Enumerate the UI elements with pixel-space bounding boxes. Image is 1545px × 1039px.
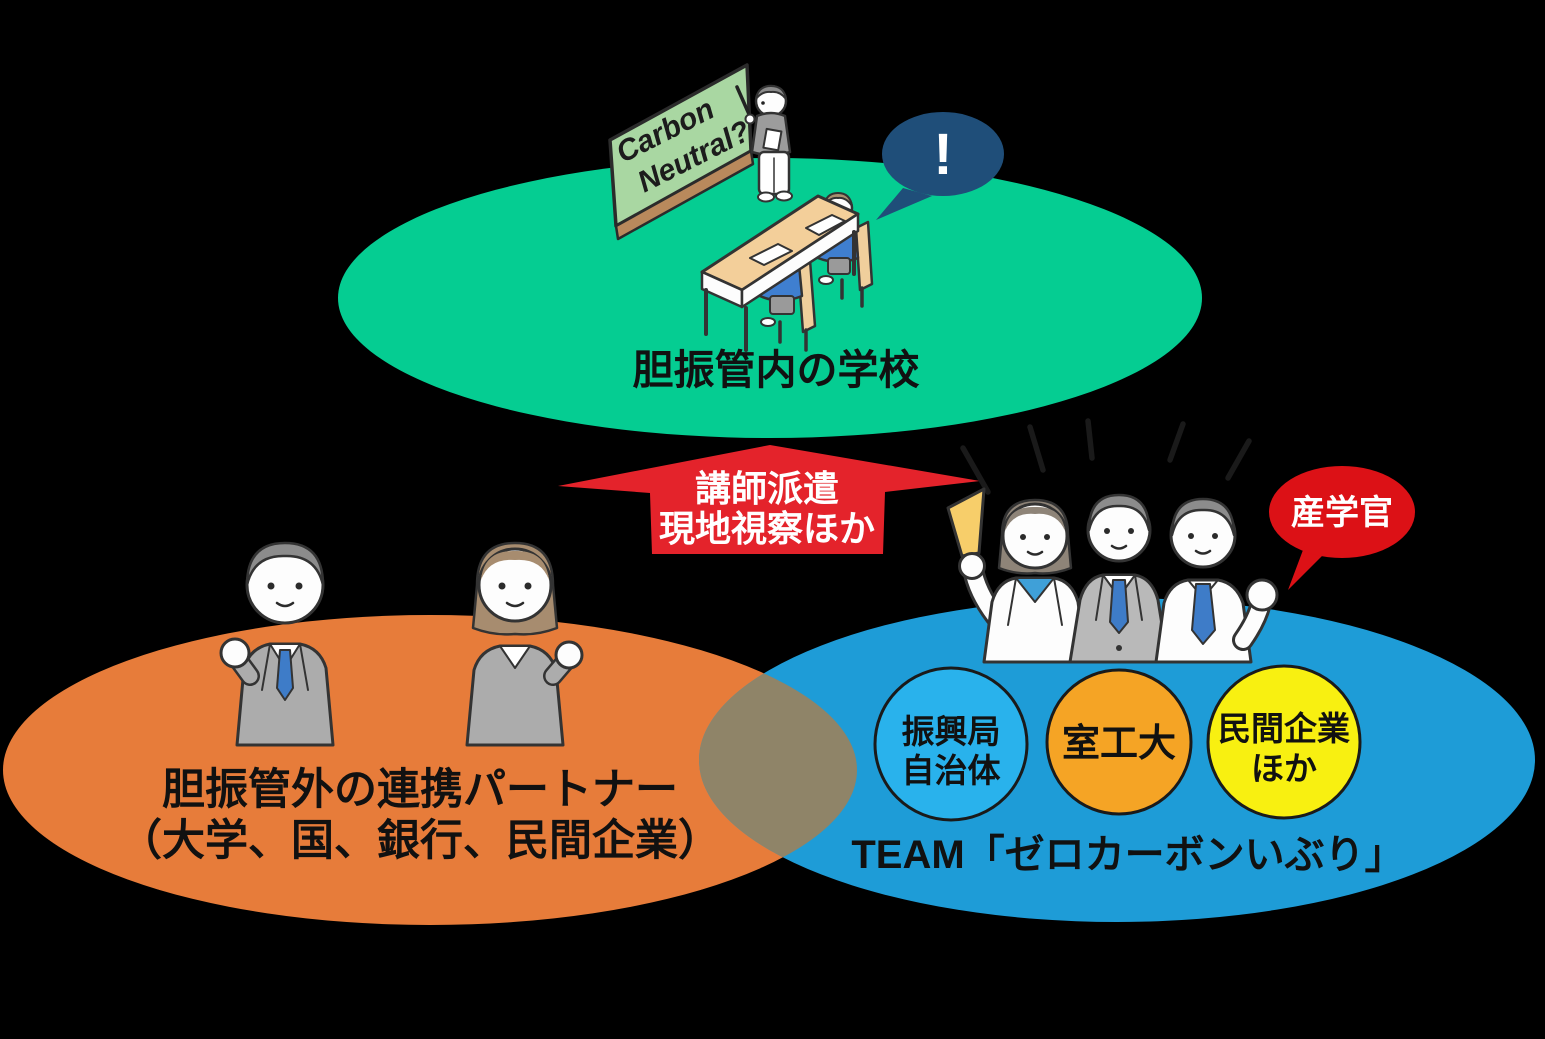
- trio-woman-lapel: [1053, 577, 1063, 626]
- arrow-label-line2: 現地視察ほか: [659, 508, 875, 549]
- businesswoman-head: [477, 547, 553, 623]
- dispatch-arrow: 講師派遣 現地視察ほか: [558, 445, 980, 554]
- sangakukan-bubble-tail: [1288, 550, 1322, 590]
- businesswoman-fist: [554, 640, 584, 670]
- blackboard: Carbon Neutral?: [608, 63, 756, 241]
- member-circle-shape: [1206, 664, 1362, 820]
- emphasis-line: [1225, 438, 1252, 481]
- team-label: TEAM「ゼロカーボンいぶり」: [851, 833, 1404, 877]
- student2-shoe: [818, 275, 834, 285]
- member-circle-label-line2: ほか: [1251, 750, 1317, 787]
- chair-back-student: [854, 220, 874, 292]
- trio-man2-hair: [1170, 497, 1236, 537]
- trio-man2-eye: [1188, 533, 1194, 539]
- businessman-hair: [245, 541, 325, 587]
- orange-zone-ellipse: [3, 615, 857, 925]
- member-circle-muroran-tech: 室工大: [1045, 668, 1193, 816]
- businessman-fist: [219, 637, 251, 669]
- emphasis-line: [960, 445, 991, 495]
- student2-legs: [827, 257, 851, 275]
- student2-hair: [823, 192, 853, 207]
- alert-bubble-tail: [876, 188, 932, 220]
- teacher-hair: [755, 85, 787, 100]
- member-circle-shinkokyoku: 振興局 自治体: [873, 666, 1029, 822]
- sangakukan-bubble: 産学官: [1269, 466, 1415, 590]
- alert-text: !: [933, 122, 952, 187]
- sangakukan-text: 産学官: [1291, 493, 1393, 532]
- trio-woman-eye: [1020, 534, 1026, 540]
- dispatch-arrow-shape: [558, 445, 980, 554]
- blackboard-tray: [614, 149, 755, 241]
- student1-legs: [769, 295, 795, 315]
- sangakukan-bubble-body: [1269, 466, 1415, 558]
- businessman-smile: [275, 601, 295, 608]
- alert-bubble-body: [882, 112, 1004, 196]
- partner-label-line2: （大学、国、銀行、民間企業）: [119, 816, 721, 865]
- trio-man1-eye: [1128, 528, 1134, 534]
- cheer-fan: [946, 487, 986, 558]
- teacher-shoe-right: [775, 190, 793, 202]
- trio-man2-smile: [1194, 549, 1212, 555]
- teacher-paper: [762, 127, 783, 152]
- member-circle-private: 民間企業 ほか: [1206, 664, 1362, 820]
- emphasis-line: [1167, 421, 1186, 463]
- businessman-figure: [219, 541, 335, 747]
- teacher-hand: [744, 113, 756, 125]
- arrow-label-line1: 講師派遣: [695, 468, 839, 509]
- member-circle-shape: [873, 666, 1029, 822]
- student-figures: [700, 192, 874, 352]
- trio-woman-head: [1001, 502, 1069, 570]
- desk-paper: [749, 243, 793, 266]
- businessman-lapel: [299, 643, 309, 691]
- trio-man1-lapel: [1134, 574, 1143, 621]
- member-circle-label: 室工大: [1062, 722, 1176, 765]
- member-circle-label-line1: 民間企業: [1218, 710, 1350, 747]
- trio-woman-eye: [1044, 534, 1050, 540]
- businessman-lapel: [261, 643, 271, 691]
- emphasis-line: [1085, 418, 1095, 461]
- businessman-eye: [267, 582, 275, 590]
- trio-woman-smile: [1026, 550, 1044, 556]
- desk-side-band: [740, 212, 860, 309]
- alert-bubble: !: [876, 112, 1004, 220]
- member-circle-label-line2: 自治体: [902, 752, 1001, 789]
- trio-man2-tie: [1191, 583, 1216, 645]
- businesswoman-smile: [505, 601, 525, 608]
- team-trio-illustration: [946, 487, 1279, 664]
- student1-shoe: [760, 317, 776, 327]
- trio-man1-tie: [1109, 579, 1129, 634]
- trio-man1-hair: [1087, 493, 1151, 532]
- trio-man1-lapel: [1095, 574, 1104, 621]
- businessman-eye: [295, 582, 303, 590]
- trio-woman-lapel: [1007, 577, 1017, 626]
- partner-label-line1: 胆振管外の連携パートナー: [162, 766, 678, 814]
- member-circle-label-line1: 振興局: [902, 713, 1001, 750]
- trio-man2-eye: [1212, 533, 1218, 539]
- desk-paper: [805, 214, 846, 236]
- trio-man1-button: [1116, 645, 1122, 651]
- member-circle-shape: [1045, 668, 1193, 816]
- trio-woman-bangs: [1005, 506, 1065, 531]
- emphasis-lines: [960, 418, 1252, 495]
- businesswoman-figure: [465, 541, 584, 747]
- businesswoman-eye: [524, 582, 532, 590]
- teacher-shoe-left: [757, 191, 775, 203]
- trio-man2-fist: [1245, 578, 1279, 612]
- teacher-figure: [735, 84, 793, 203]
- businesswoman-bangs: [481, 550, 549, 580]
- trio-man1-smile: [1110, 544, 1128, 550]
- school-label: 胆振管内の学校: [633, 347, 920, 393]
- businesswoman-inner: [499, 645, 531, 669]
- trio-woman-fist: [958, 552, 986, 580]
- teacher-eye: [761, 101, 765, 105]
- businessman-tie: [276, 649, 294, 701]
- emphasis-line: [1027, 424, 1046, 473]
- trio-man1-eye: [1104, 528, 1110, 534]
- businesswoman-eye: [498, 582, 506, 590]
- trio-woman-inner: [1015, 577, 1055, 603]
